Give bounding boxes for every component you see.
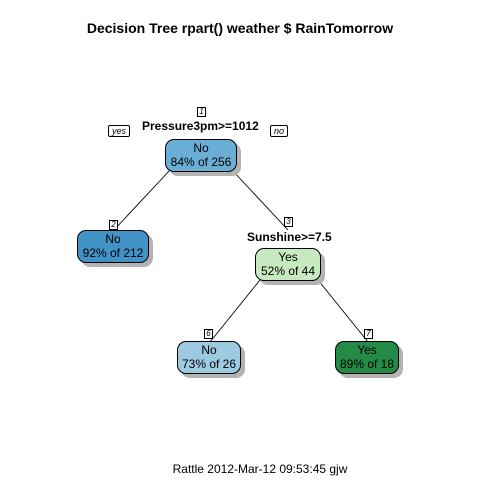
node-7-class: Yes — [357, 343, 377, 357]
node-6-stats: 73% of 26 — [181, 357, 237, 371]
split-label-node-1: Pressure3pm>=1012 — [142, 119, 259, 133]
node-3-stats: 52% of 44 — [260, 264, 316, 278]
tree-node-2: No 92% of 212 — [77, 230, 149, 263]
node-6-class: No — [201, 343, 217, 357]
branch-label-no: no — [270, 125, 289, 137]
node-2-stats: 92% of 212 — [82, 246, 144, 260]
node-2-class: No — [105, 232, 121, 246]
tree-node-3: Yes 52% of 44 — [255, 248, 321, 281]
edge-1-3 — [231, 169, 289, 231]
tree-node-1: No 84% of 256 — [165, 139, 237, 172]
node-number-3: 3 — [284, 217, 293, 227]
split-label-node-3: Sunshine>=7.5 — [247, 230, 332, 244]
edge-3-6 — [209, 279, 261, 343]
edge-1-2 — [113, 169, 171, 231]
node-1-class: No — [193, 141, 209, 155]
chart-title: Decision Tree rpart() weather $ RainTomo… — [86, 20, 394, 36]
node-number-1: 1 — [197, 107, 206, 117]
tree-node-7: Yes 89% of 18 — [335, 341, 399, 374]
tree-node-6: No 73% of 26 — [177, 341, 241, 374]
node-number-6: 6 — [204, 329, 213, 339]
node-number-2: 2 — [109, 220, 118, 230]
footer-text: Rattle 2012-Mar-12 09:53:45 gjw — [172, 462, 348, 476]
node-3-class: Yes — [278, 250, 298, 264]
node-number-7: 7 — [364, 329, 373, 339]
edge-3-7 — [317, 279, 369, 343]
branch-label-yes: yes — [108, 125, 131, 137]
node-7-stats: 89% of 18 — [339, 357, 395, 371]
node-1-stats: 84% of 256 — [170, 155, 232, 169]
